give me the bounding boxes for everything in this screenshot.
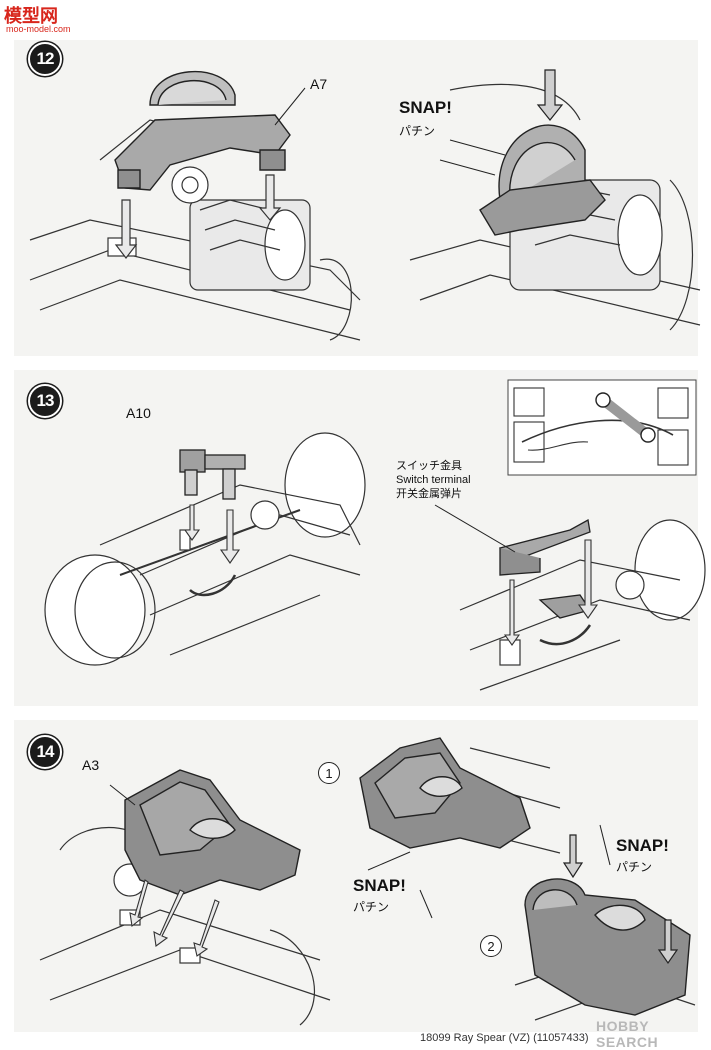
step-13-left-illustration <box>44 432 366 666</box>
step-12-right-illustration <box>409 69 701 331</box>
switch-terminal-leader-line <box>434 504 516 553</box>
step-13-right-illustration <box>459 518 706 691</box>
step-14-right-top-illustration <box>359 737 561 854</box>
snap-label-right-jp: パチン <box>616 860 653 874</box>
switch-terminal-label-en: Switch terminal <box>396 474 471 486</box>
snap-left-leader-lines <box>367 851 433 919</box>
step-number-badge: 13 <box>28 384 62 418</box>
switch-terminal-label-jp: スイッチ金具 <box>396 460 462 472</box>
switch-terminal-label-cn: 开关金属弹片 <box>396 488 462 500</box>
part-label-a10: A10 <box>126 405 151 421</box>
step-number-badge: 12 <box>28 42 62 76</box>
part-label-a7: A7 <box>310 76 328 92</box>
part-label-a3: A3 <box>82 757 100 773</box>
snap-label-left: SNAP! <box>353 876 406 895</box>
step-14-right-bottom-illustration <box>514 824 696 1021</box>
watermark-bottom: HOBBY SEARCH <box>596 1018 659 1050</box>
watermark-url: moo-model.com <box>6 24 71 34</box>
step-number-badge: 14 <box>28 735 62 769</box>
snap-label-left-jp: パチン <box>353 900 390 914</box>
substep-2-marker: 2 <box>480 935 502 957</box>
snap-label: SNAP! <box>399 98 452 117</box>
step-12-left-illustration <box>29 70 361 341</box>
snap-label-right: SNAP! <box>616 836 669 855</box>
step-13-inset-detail <box>507 379 697 476</box>
snap-label-jp: パチン <box>399 124 436 138</box>
step-14-left-illustration <box>39 769 331 1026</box>
page-footer: 18099 Ray Spear (VZ) (11057433) <box>420 1032 589 1044</box>
substep-1-marker: 1 <box>318 762 340 784</box>
watermark-logo: 模型网 <box>4 6 58 27</box>
